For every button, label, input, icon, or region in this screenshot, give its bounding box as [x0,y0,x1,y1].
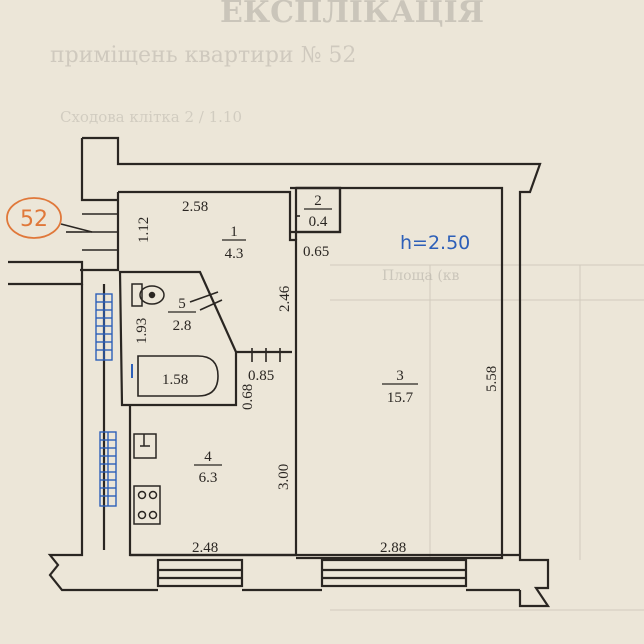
stair-marks [66,213,118,251]
kitchen-sink-icon [133,433,157,459]
room-1-area: 4.3 [225,246,244,262]
left-wall-stub [80,138,118,202]
room-3-number: 3 [396,368,404,384]
room-3-area: 15.7 [387,390,414,406]
apartment-badge: 52 [6,197,93,239]
room-5-label: 5 2.8 [168,296,196,334]
dim-room-length: 5.58 [484,366,500,392]
dim-kitchen-width: 2.48 [192,540,218,556]
toilet-icon [131,283,165,307]
corridor-wall [8,260,84,286]
dim-door-width: 0.85 [248,368,274,384]
apartment-number: 52 [20,207,48,232]
dim-bath-height: 1.93 [134,318,150,344]
room-3-outline [296,186,504,560]
radiator-icon [95,293,113,361]
dim-tub-length: 1.58 [162,372,188,388]
room-4-label: 4 6.3 [194,449,222,486]
room-5-area: 2.8 [173,318,192,334]
dim-room-width: 2.88 [380,540,406,556]
room-2-number: 2 [314,193,322,209]
dim-hall-depth: 1.12 [136,217,152,243]
room-3-label: 3 15.7 [382,368,418,406]
outer-left-wall [47,284,158,592]
room-2-label: 2 0.4 [304,193,332,230]
kitchen-window [156,558,244,588]
ceiling-height-label: h=2.50 [400,232,470,254]
explication-line: Сходова клітка 2 / 1.10 [60,108,242,126]
door-hatch [189,215,300,362]
walls [8,136,551,608]
explication-subtitle: приміщень квартири № 52 [50,43,356,68]
bathtub-icon [131,355,219,397]
dim-hall-width: 2.58 [182,199,208,215]
dimension-labels: 2.58 1.12 0.65 2.46 1.93 1.58 0.85 0.68 … [134,199,500,556]
stove-icon [133,485,161,525]
bathroom-outline [118,270,238,407]
dim-closet-side: 0.65 [303,244,329,260]
room-window [320,558,468,588]
dim-door-depth: 0.68 [240,384,256,410]
explication-title: ЕКСПЛІКАЦІЯ [220,0,484,30]
room-4-area: 6.3 [199,470,218,486]
closet-outline [294,186,342,234]
room-1-label: 1 4.3 [222,224,246,262]
background-grid [330,264,644,611]
dim-kitchen-length: 3.00 [276,464,292,490]
room-4-number: 4 [204,449,212,465]
left-wall-outer [82,136,551,608]
room-1-number: 1 [230,224,238,240]
faded-table-header: Площа (кв [382,268,460,284]
room-5-number: 5 [178,296,186,312]
dim-hall-length: 2.46 [277,285,293,312]
radiator-icon-kitchen [99,431,117,507]
room-2-area: 0.4 [309,214,328,230]
